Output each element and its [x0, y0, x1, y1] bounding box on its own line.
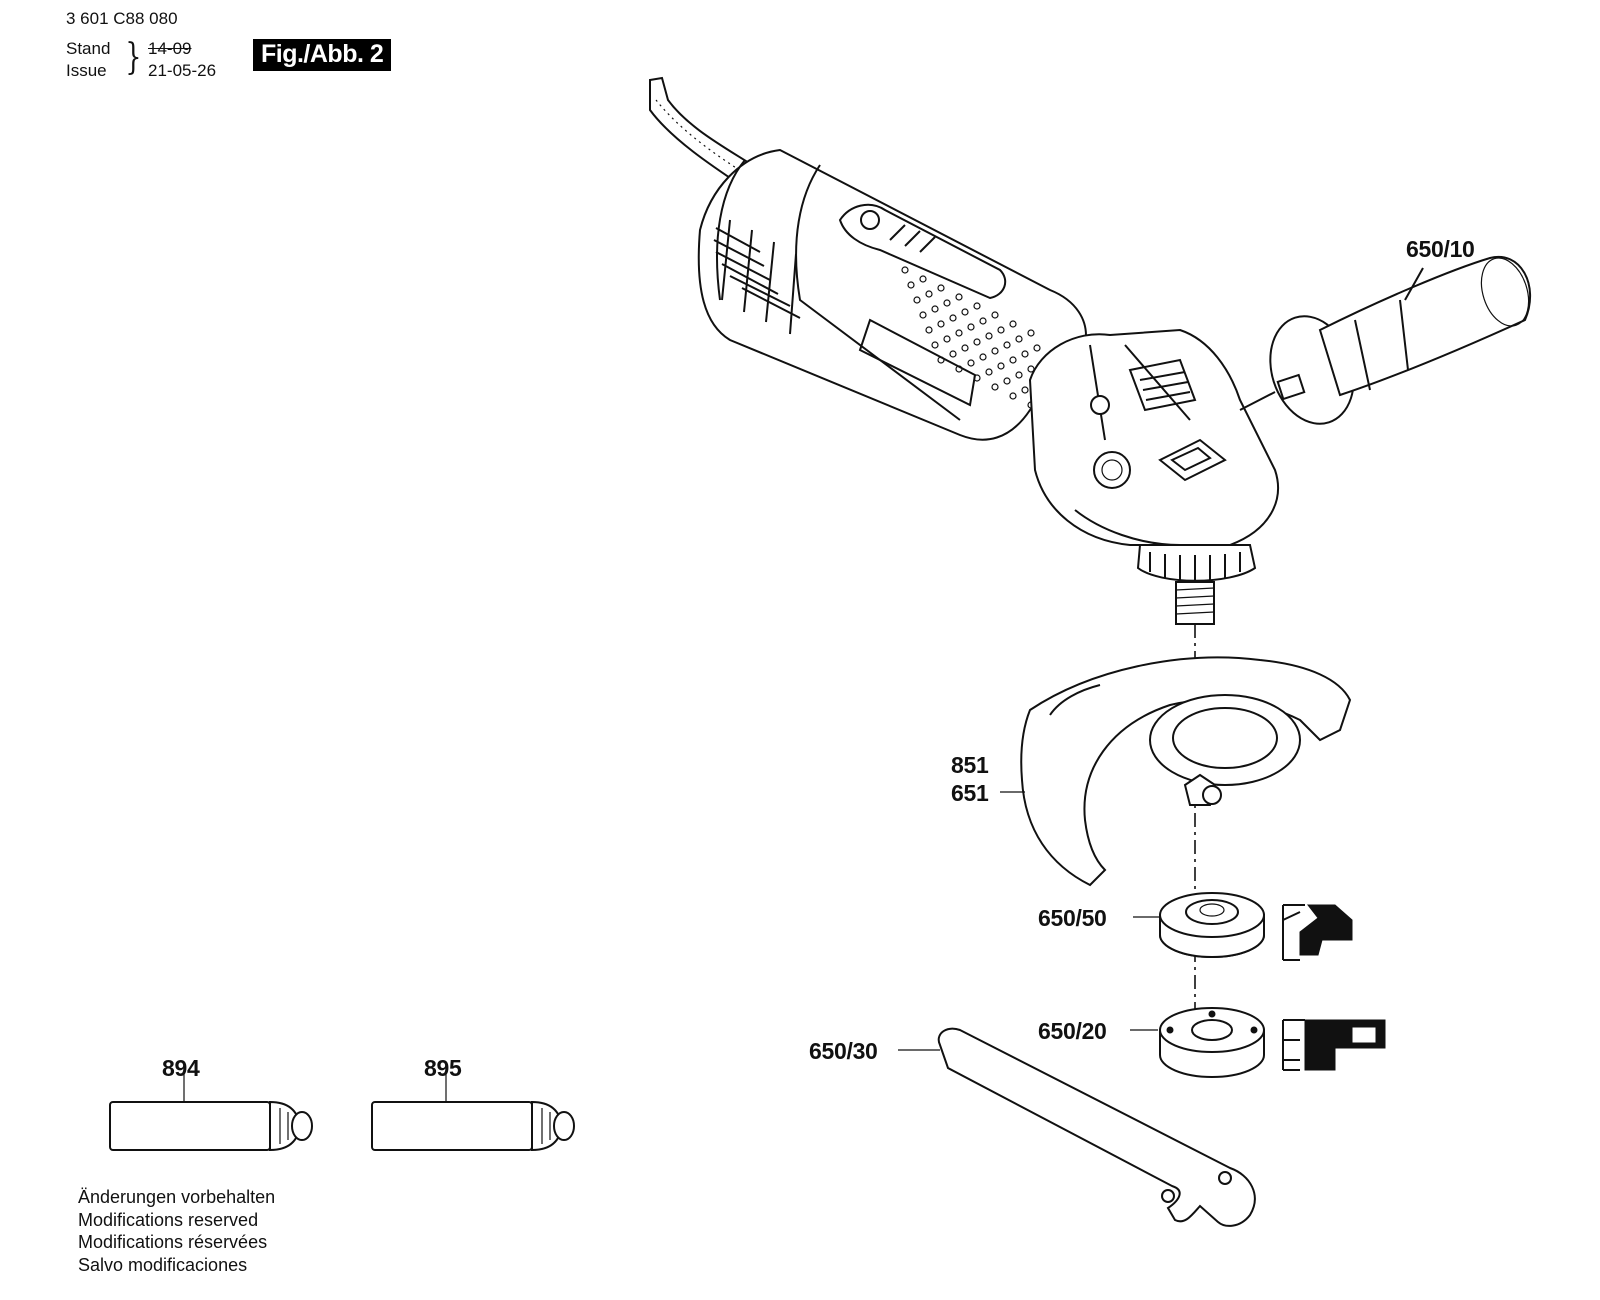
grip-dot [973, 302, 981, 310]
callout-guard-651: 651 [951, 780, 989, 806]
grip-dot [919, 275, 927, 283]
callout-nut: 650/20 [1038, 1018, 1107, 1044]
grip-dot [979, 317, 987, 325]
old-date: 14-09 [148, 39, 192, 58]
grip-dot [979, 353, 987, 361]
grinder-body [697, 148, 1087, 441]
grip-dot [967, 359, 975, 367]
spindle-collar [1136, 544, 1257, 582]
grip-dot [943, 335, 951, 343]
switch-button [860, 210, 880, 230]
grip-dot [931, 305, 939, 313]
grip-dot [1021, 350, 1029, 358]
grip-dot [949, 314, 957, 322]
flange-section-symbol [1282, 904, 1353, 961]
modifications-notice: Änderungen vorbehalten Modifications res… [78, 1186, 275, 1276]
grip-dot [943, 299, 951, 307]
grip-dot [907, 281, 915, 289]
grease-tube-895 [371, 1100, 575, 1152]
grip-dot [955, 329, 963, 337]
grip-dot [1015, 335, 1023, 343]
callout-wrench: 650/30 [809, 1038, 878, 1064]
grip-dot [1009, 320, 1017, 328]
gear-head [1028, 328, 1279, 625]
grip-dot [931, 341, 939, 349]
nut-section-symbol [1282, 1019, 1386, 1071]
grip-dot [1003, 341, 1011, 349]
side-panel [858, 318, 977, 407]
two-pin-spanner [937, 1027, 1256, 1227]
note-en: Modifications reserved [78, 1209, 259, 1230]
grip-dot [937, 320, 945, 328]
stand-issue-labels: Stand Issue [66, 38, 124, 82]
grip-dot [1009, 392, 1017, 400]
grip-dot [1009, 356, 1017, 364]
grip-dot [991, 311, 999, 319]
spindle-lock [1128, 358, 1197, 412]
callout-tube-894: 894 [162, 1055, 200, 1081]
grip-dot [919, 311, 927, 319]
clamping-nut [1159, 1007, 1265, 1078]
callout-flange: 650/50 [1038, 905, 1107, 931]
grip-dot [985, 368, 993, 376]
grip-dot [961, 344, 969, 352]
grip-dot [967, 323, 975, 331]
stand-label: Stand [66, 39, 111, 58]
brace-symbol: } [125, 37, 142, 78]
grip-dot [973, 338, 981, 346]
callout-handle: 650/10 [1406, 236, 1475, 262]
grip-dot [949, 350, 957, 358]
grease-tube-894 [109, 1100, 313, 1152]
grip-dot [997, 326, 1005, 334]
grip-dot [1015, 371, 1023, 379]
leader-lines [183, 791, 1160, 1102]
switch [838, 203, 1007, 300]
issue-label: Issue [66, 61, 107, 80]
figure-label: Fig./Abb. 2 [253, 39, 392, 71]
clamping-flange [1159, 892, 1265, 958]
note-fr: Modifications réservées [78, 1232, 268, 1252]
grip-dot [961, 308, 969, 316]
document-number: 3 601 C88 080 [66, 9, 178, 28]
grip-dot [955, 293, 963, 301]
grip-dot [991, 347, 999, 355]
lock-button [1158, 438, 1227, 482]
grip-dot [937, 284, 945, 292]
grip-dot [1021, 386, 1029, 394]
new-date: 21-05-26 [148, 61, 217, 80]
grip-dot [1027, 329, 1035, 337]
note-de: Änderungen vorbehalten [78, 1187, 276, 1207]
vent-slots [713, 219, 801, 335]
note-es: Salvo modificaciones [78, 1254, 248, 1275]
grip-dot [1033, 344, 1041, 352]
callout-tube-895: 895 [424, 1055, 462, 1081]
grip-dot [901, 266, 909, 274]
handle-thread-hole [1093, 451, 1131, 489]
grip-dot [925, 290, 933, 298]
wheel-guard [1020, 656, 1352, 887]
grip-dot [913, 296, 921, 304]
callout-guard-851: 851 [951, 752, 989, 778]
revision-dates: 14-09 21-05-26 [148, 38, 216, 82]
grip-dot [985, 332, 993, 340]
grip-dot [997, 362, 1005, 370]
grip-dot [925, 326, 933, 334]
grip-dot [991, 383, 999, 391]
side-handle [1239, 255, 1531, 425]
grip-dot [1003, 377, 1011, 385]
